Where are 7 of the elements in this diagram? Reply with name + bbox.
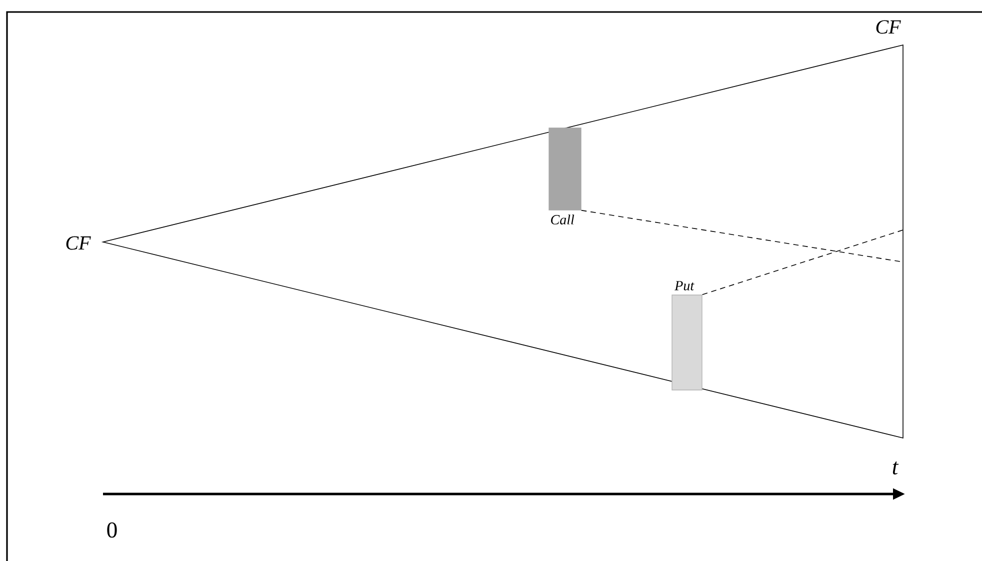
cf-label: CF (66, 236, 91, 250)
cf-label: CF (876, 20, 901, 34)
time-label: t (892, 462, 899, 474)
origin-label: 0 (107, 522, 117, 538)
bar-label: Call (551, 214, 574, 224)
dashed-line (702, 230, 904, 296)
bar-label: Put (674, 281, 694, 290)
